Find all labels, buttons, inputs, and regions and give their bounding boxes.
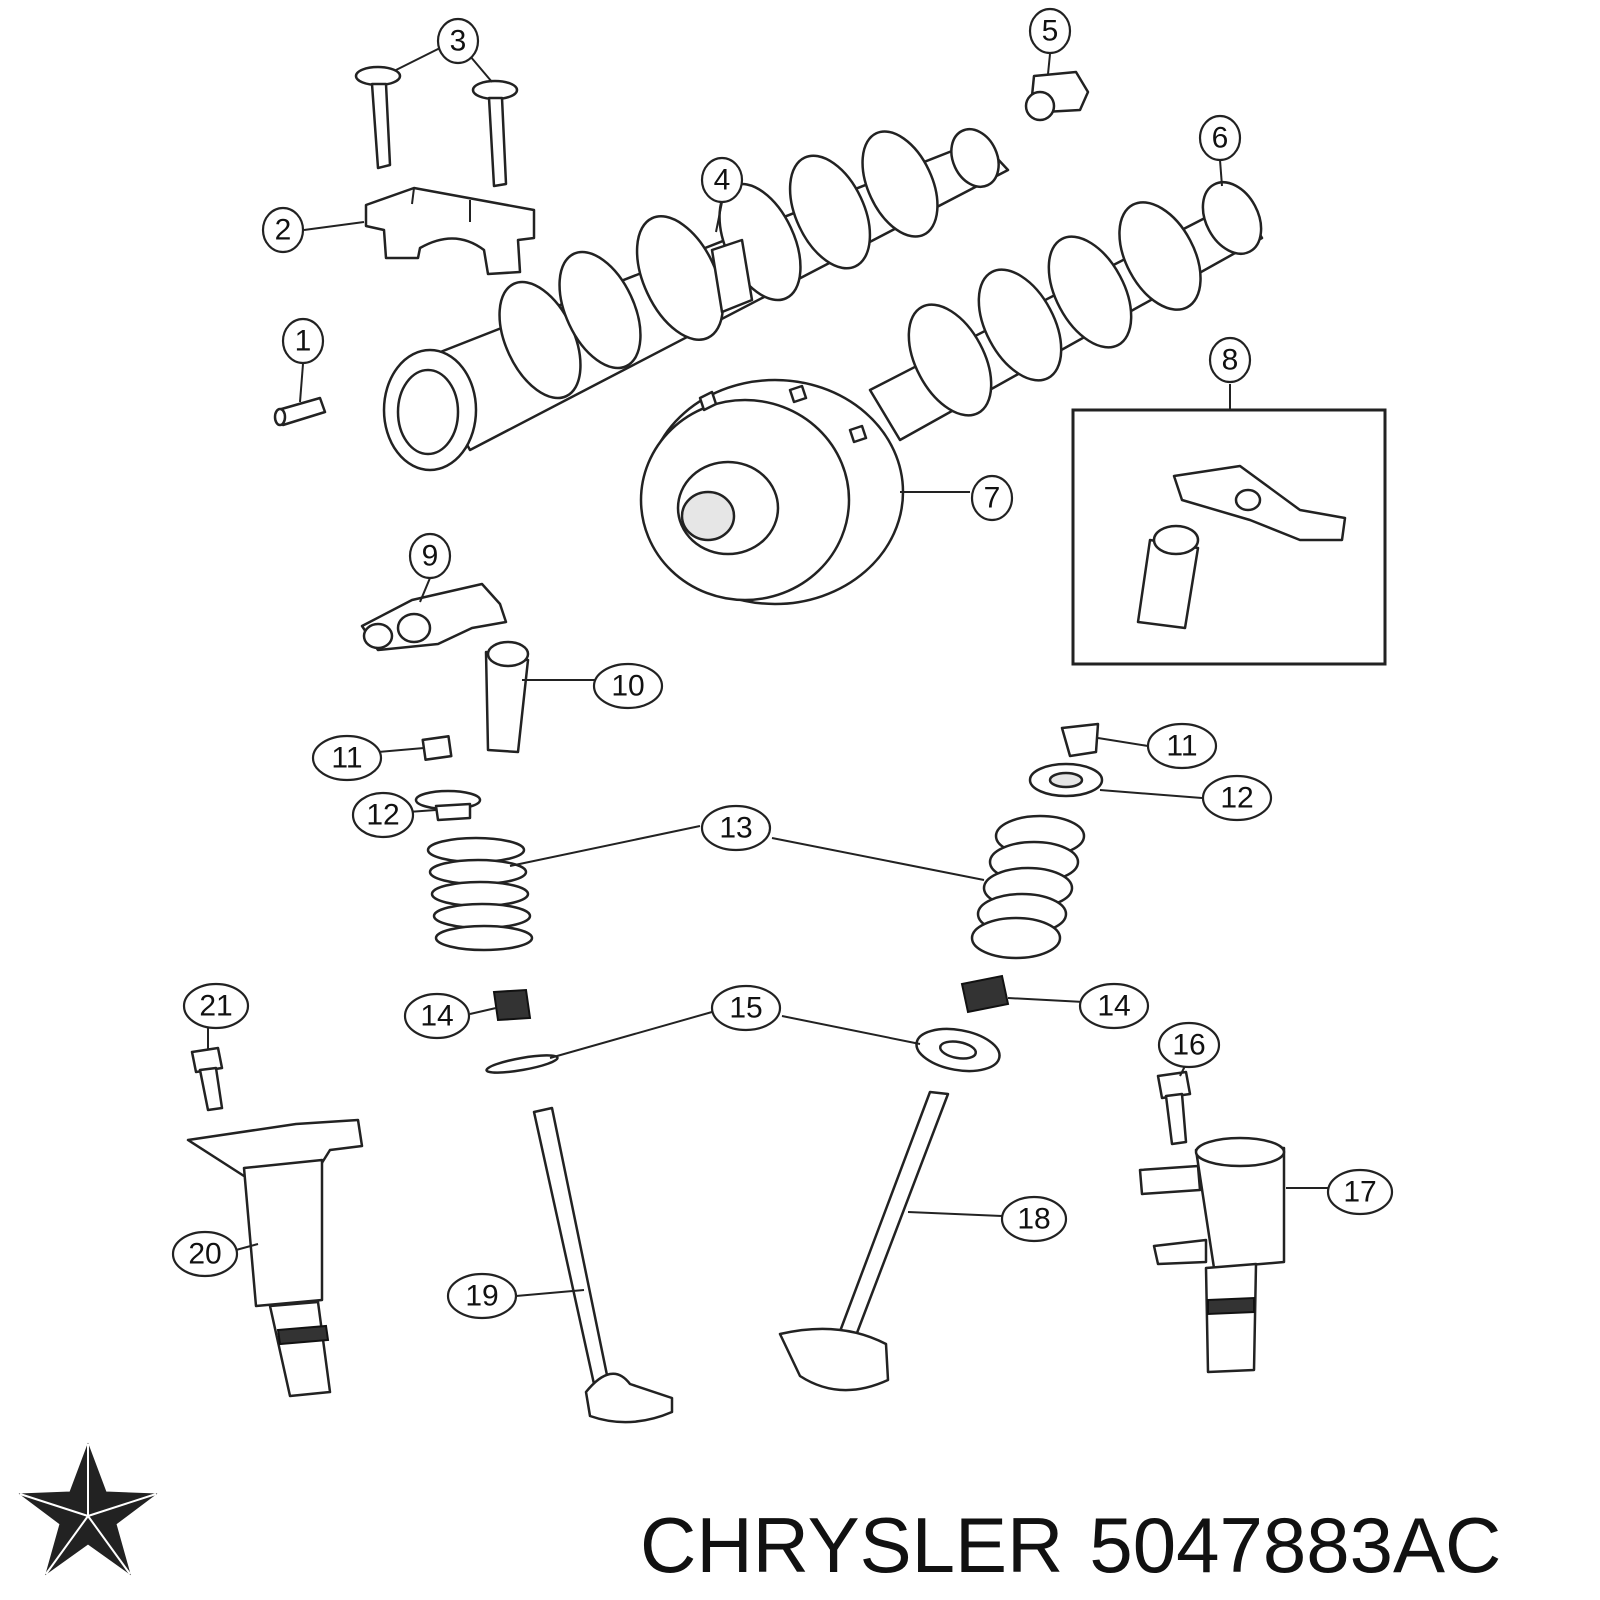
callout-1: 1 xyxy=(281,317,325,365)
cam-phaser xyxy=(639,378,905,606)
rocker-arm-9 xyxy=(360,582,508,652)
bolt-3a xyxy=(354,65,402,170)
callout-21: 21 xyxy=(182,982,250,1030)
inset-rocker-arm xyxy=(1172,464,1347,542)
valve-19 xyxy=(532,1106,674,1424)
callout-14-right: 14 xyxy=(1078,982,1150,1030)
callout-16: 16 xyxy=(1157,1021,1221,1069)
svg-text:17: 17 xyxy=(1343,1176,1376,1209)
brand-name: CHRYSLER xyxy=(640,1501,1064,1589)
svg-text:14: 14 xyxy=(420,1000,453,1033)
callout-14-left: 14 xyxy=(403,992,471,1040)
svg-text:12: 12 xyxy=(1220,782,1253,815)
svg-text:7: 7 xyxy=(984,482,1001,515)
callout-11-right: 11 xyxy=(1146,722,1218,770)
svg-text:15: 15 xyxy=(729,992,762,1025)
svg-text:13: 13 xyxy=(719,812,752,845)
svg-text:20: 20 xyxy=(188,1238,221,1271)
callout-5: 5 xyxy=(1028,7,1072,55)
spring-seat-right xyxy=(915,1027,1001,1073)
svg-text:1: 1 xyxy=(295,325,312,358)
svg-text:19: 19 xyxy=(465,1280,498,1313)
svg-text:6: 6 xyxy=(1212,122,1229,155)
lash-adjuster-10 xyxy=(484,640,530,754)
svg-text:14: 14 xyxy=(1097,990,1130,1023)
valve-keeper-right xyxy=(1060,722,1100,758)
svg-text:12: 12 xyxy=(366,799,399,832)
svg-text:11: 11 xyxy=(331,742,362,775)
svg-text:16: 16 xyxy=(1172,1029,1205,1062)
camshaft-4 xyxy=(382,128,1010,472)
valve-18 xyxy=(778,1090,950,1392)
spring-retainer-right xyxy=(1028,762,1104,798)
callout-12-left: 12 xyxy=(351,791,415,839)
callout-20: 20 xyxy=(171,1230,239,1278)
callout-6: 6 xyxy=(1198,114,1242,162)
valve-spring-left xyxy=(426,836,534,952)
callout-4: 4 xyxy=(700,156,744,204)
callout-10: 10 xyxy=(592,662,664,710)
spring-seat-left xyxy=(485,1054,559,1074)
flanged-plug xyxy=(1024,70,1090,122)
svg-text:9: 9 xyxy=(422,540,439,573)
callout-19: 19 xyxy=(446,1272,518,1320)
svg-text:2: 2 xyxy=(275,214,292,247)
solenoid-17 xyxy=(1138,1136,1286,1374)
valve-stem-seal-right xyxy=(960,974,1010,1014)
bolt-21 xyxy=(190,1046,224,1112)
svg-text:4: 4 xyxy=(714,164,731,197)
svg-text:3: 3 xyxy=(450,25,467,58)
callout-7: 7 xyxy=(970,474,1014,522)
bolt-16 xyxy=(1156,1070,1192,1146)
inset-lash-adjuster xyxy=(1136,524,1200,630)
chrysler-pentastar-icon xyxy=(18,1442,158,1576)
part-number: 5047883AC xyxy=(1089,1501,1502,1589)
callout-12-right: 12 xyxy=(1201,774,1273,822)
solenoid-20 xyxy=(186,1118,364,1398)
valve-spring-right xyxy=(970,814,1086,960)
callout-11-left: 11 xyxy=(311,734,383,782)
callout-8: 8 xyxy=(1208,336,1252,384)
spring-retainer-left xyxy=(414,789,482,822)
callout-9: 9 xyxy=(408,532,452,580)
bearing-cap xyxy=(364,186,536,276)
callout-3: 3 xyxy=(436,17,480,65)
svg-text:5: 5 xyxy=(1042,15,1059,48)
dowel-pin xyxy=(273,396,327,427)
svg-text:11: 11 xyxy=(1166,730,1197,763)
callout-15: 15 xyxy=(710,984,782,1032)
callout-2: 2 xyxy=(261,206,305,254)
valve-keeper-left xyxy=(421,735,453,761)
camshaft-6 xyxy=(868,181,1264,442)
svg-text:18: 18 xyxy=(1017,1203,1050,1236)
callout-18: 18 xyxy=(1000,1195,1068,1243)
bolt-3b xyxy=(471,79,519,188)
valve-stem-seal-left xyxy=(492,988,532,1022)
svg-text:10: 10 xyxy=(611,670,644,703)
brand-line: CHRYSLER 5047883AC xyxy=(640,1500,1570,1590)
callout-13: 13 xyxy=(700,804,772,852)
svg-text:21: 21 xyxy=(199,990,232,1023)
leader-lines xyxy=(207,47,1330,1297)
callout-17: 17 xyxy=(1326,1168,1394,1216)
svg-text:8: 8 xyxy=(1222,344,1239,377)
